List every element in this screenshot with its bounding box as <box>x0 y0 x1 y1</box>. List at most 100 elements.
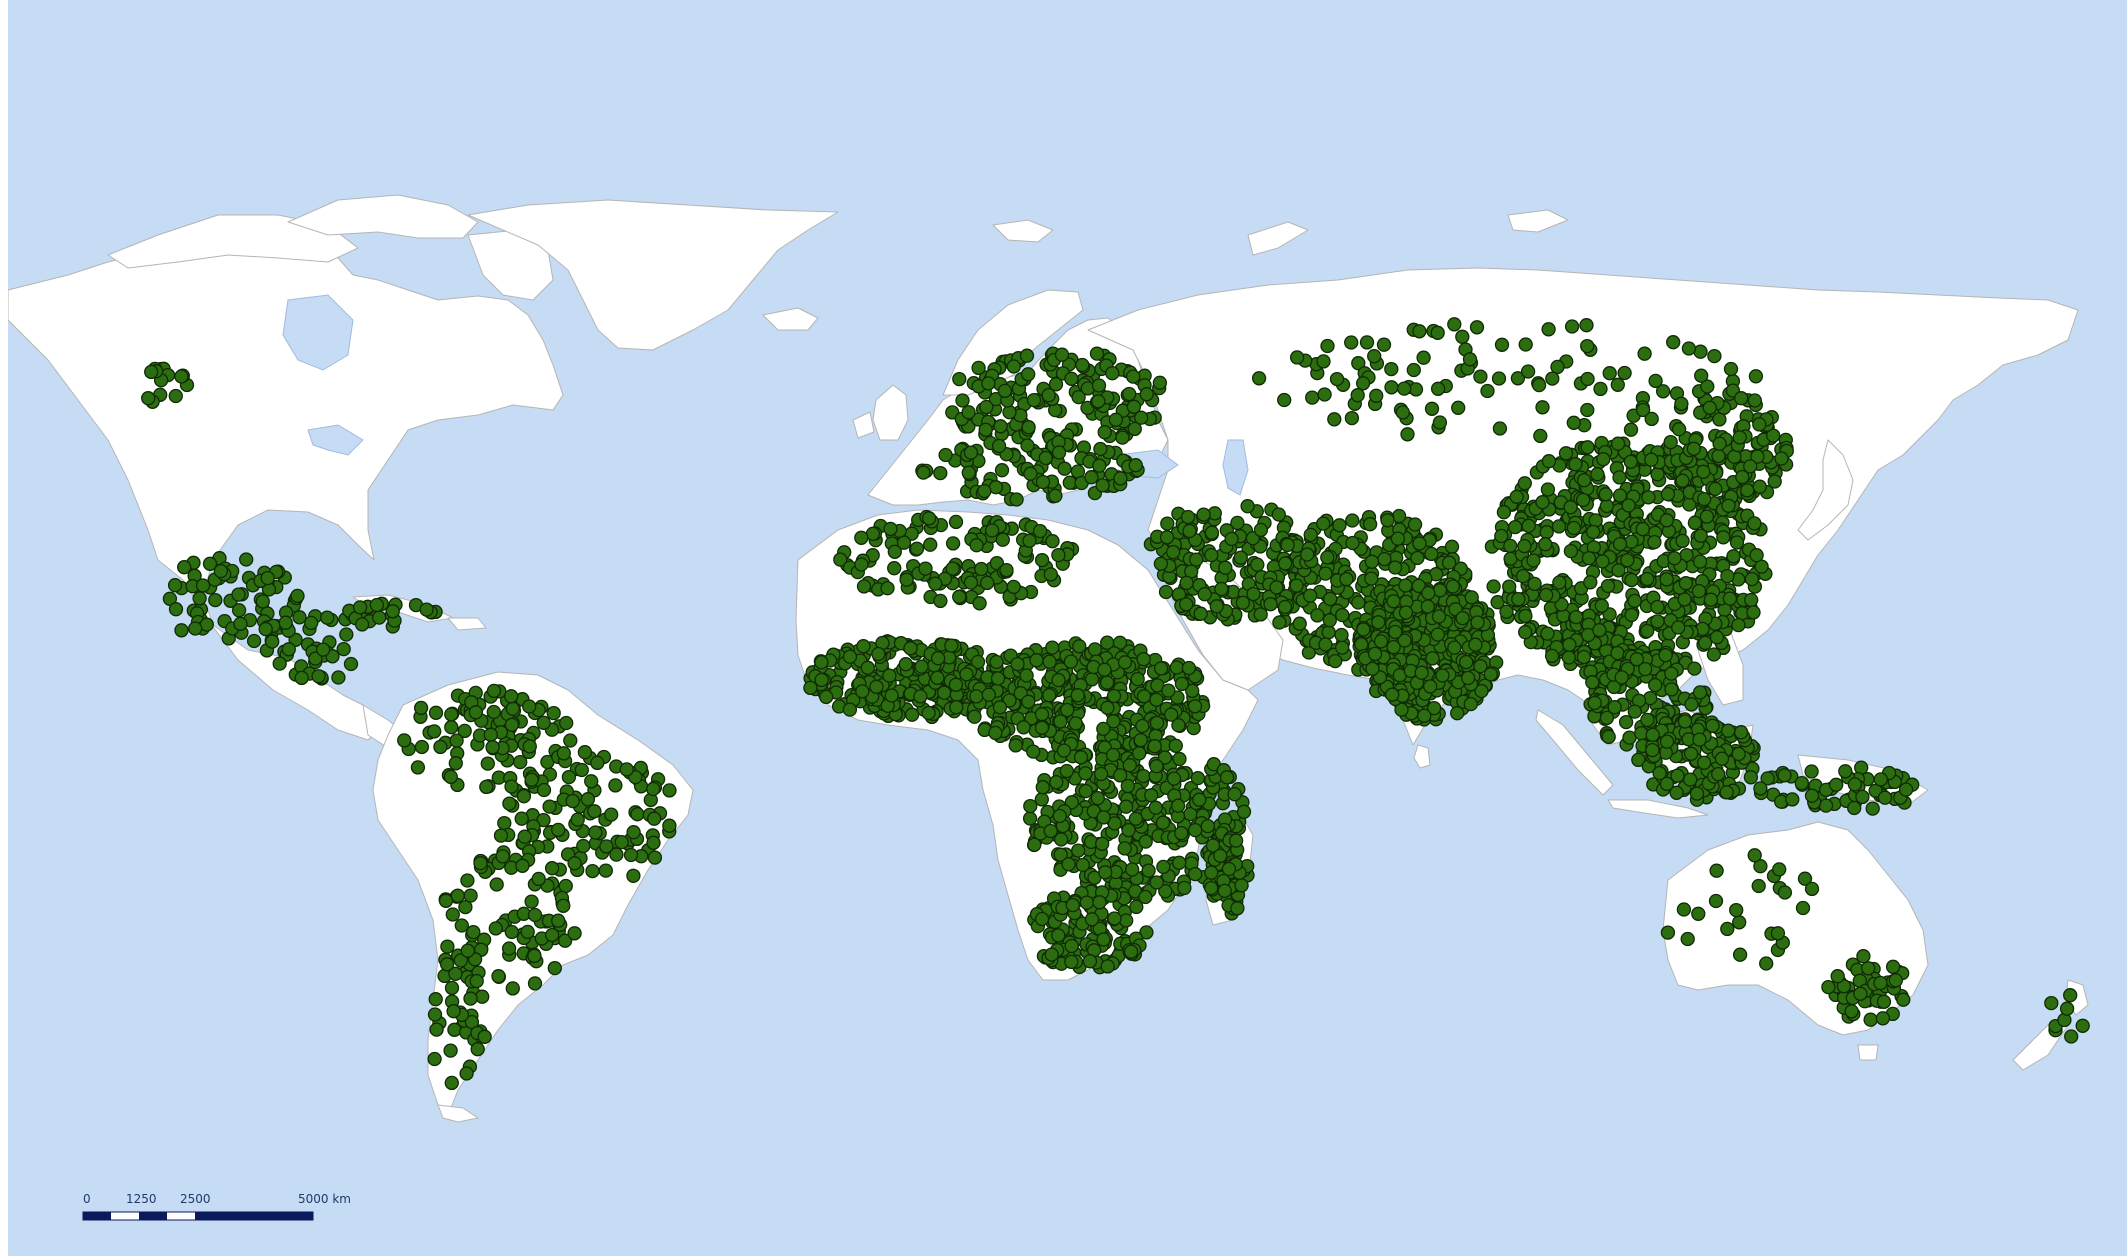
occurrence-point <box>1885 959 1901 974</box>
occurrence-point <box>1587 695 1602 711</box>
occurrence-point <box>1182 523 1197 539</box>
occurrence-point <box>1847 777 1863 792</box>
occurrence-point <box>352 600 368 615</box>
iceland <box>762 307 819 331</box>
occurrence-point <box>936 685 952 700</box>
tierra-del-fuego <box>437 1104 479 1123</box>
occurrence-point <box>598 863 613 878</box>
occurrence-point <box>1732 915 1747 930</box>
occurrence-point <box>1300 547 1315 562</box>
occurrence-point <box>842 649 858 664</box>
occurrence-point <box>1133 732 1148 748</box>
occurrence-point <box>993 419 1008 434</box>
occurrence-point <box>1520 364 1536 379</box>
occurrence-point <box>576 838 591 854</box>
occurrence-point <box>1057 461 1072 476</box>
severnaya-zemlya <box>1507 209 1569 233</box>
occurrence-point <box>1107 816 1122 831</box>
occurrence-point <box>952 371 967 387</box>
occurrence-point <box>1095 478 1110 493</box>
occurrence-point <box>984 523 1000 538</box>
occurrence-point <box>1747 393 1762 408</box>
occurrence-point <box>995 532 1010 547</box>
occurrence-point <box>1640 571 1655 587</box>
occurrence-point <box>1064 954 1079 970</box>
occurrence-point <box>1412 324 1427 339</box>
occurrence-point <box>544 861 560 876</box>
occurrence-point <box>202 556 218 571</box>
occurrence-point <box>1614 670 1629 685</box>
occurrence-point <box>1692 554 1708 569</box>
occurrence-point <box>1320 550 1335 565</box>
occurrence-point <box>1711 766 1726 782</box>
occurrence-point <box>427 1051 442 1067</box>
occurrence-point <box>1711 448 1726 464</box>
scale-label-2500: 2500 <box>180 1192 211 1206</box>
occurrence-point <box>1384 361 1399 377</box>
occurrence-point <box>556 898 571 913</box>
occurrence-point <box>1435 668 1450 683</box>
occurrence-point <box>1580 440 1595 455</box>
occurrence-point <box>1204 525 1220 540</box>
occurrence-point <box>1263 597 1278 612</box>
occurrence-point <box>1071 843 1086 858</box>
occurrence-point <box>1610 436 1626 451</box>
great-lakes <box>307 424 364 456</box>
occurrence-point <box>1078 783 1093 799</box>
occurrence-point <box>1431 609 1447 624</box>
occurrence-point <box>504 689 519 704</box>
occurrence-point <box>1464 590 1479 605</box>
occurrence-point <box>967 709 982 724</box>
occurrence-point <box>1072 639 1087 654</box>
occurrence-point <box>505 981 520 996</box>
occurrence-point <box>1064 795 1079 810</box>
occurrence-point <box>1712 436 1727 451</box>
occurrence-point <box>463 888 478 903</box>
occurrence-point <box>413 700 429 716</box>
occurrence-point <box>1049 775 1064 790</box>
occurrence-point <box>1623 422 1639 437</box>
occurrence-point <box>1373 634 1389 649</box>
occurrence-point <box>542 799 557 814</box>
occurrence-point <box>1351 595 1366 610</box>
occurrence-point <box>567 856 582 871</box>
occurrence-point <box>1416 350 1431 365</box>
occurrence-point <box>1059 763 1074 779</box>
occurrence-point <box>1126 369 1141 384</box>
occurrence-point <box>590 755 605 771</box>
occurrence-point <box>1105 747 1121 763</box>
occurrence-point <box>438 893 454 908</box>
occurrence-point <box>470 1042 485 1057</box>
occurrence-point <box>1650 614 1665 629</box>
occurrence-point <box>1044 947 1059 962</box>
occurrence-point <box>1153 556 1169 571</box>
occurrence-point <box>1535 400 1550 415</box>
occurrence-point <box>1677 592 1692 607</box>
occurrence-point <box>1240 499 1255 514</box>
occurrence-point <box>1100 700 1115 715</box>
occurrence-point <box>1627 593 1642 609</box>
occurrence-point <box>1496 505 1512 520</box>
occurrence-point <box>1021 367 1036 382</box>
occurrence-point <box>1106 714 1121 729</box>
occurrence-point <box>1034 720 1050 735</box>
occurrence-point <box>587 804 602 819</box>
occurrence-point <box>486 683 502 699</box>
occurrence-point <box>1540 482 1556 497</box>
occurrence-point <box>1863 1012 1878 1027</box>
occurrence-point <box>921 705 936 721</box>
occurrence-point <box>1706 647 1722 662</box>
occurrence-point <box>884 688 899 703</box>
occurrence-point <box>1855 789 1870 805</box>
occurrence-point <box>1204 865 1219 880</box>
occurrence-point <box>1107 911 1122 926</box>
occurrence-point <box>1468 637 1483 652</box>
occurrence-point <box>1073 750 1089 765</box>
occurrence-point <box>1345 513 1360 528</box>
occurrence-point <box>1455 610 1470 626</box>
occurrence-point <box>1612 536 1628 552</box>
occurrence-point <box>1236 804 1252 819</box>
occurrence-point <box>1896 992 1911 1007</box>
occurrence-point <box>213 563 229 579</box>
occurrence-point <box>1423 679 1438 694</box>
